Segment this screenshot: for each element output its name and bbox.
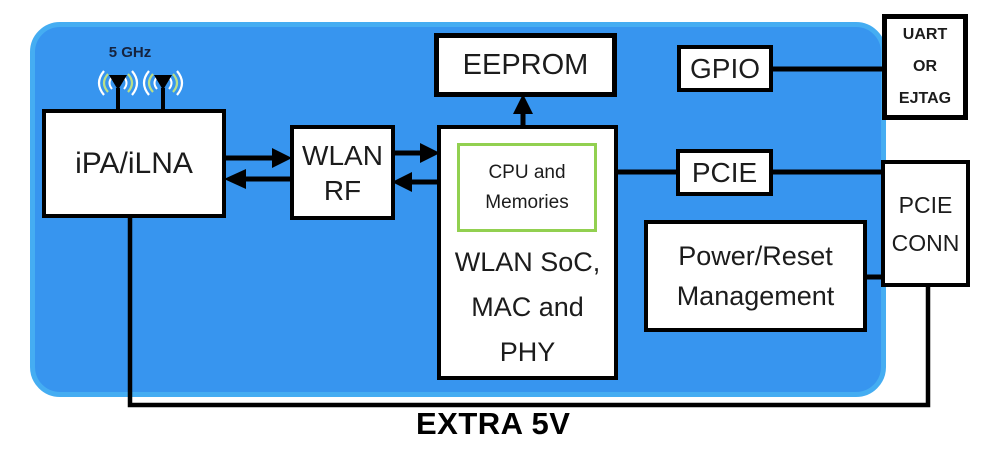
block-label: UART xyxy=(902,26,948,43)
block-label: RF xyxy=(323,174,362,206)
block-label: OR xyxy=(913,58,937,75)
block-label: Management xyxy=(676,281,835,311)
block-label: Power/Reset xyxy=(678,241,833,271)
block-label: iPA/iLNA xyxy=(75,146,193,180)
block-cpu-memories: CPU and Memories xyxy=(457,143,597,232)
block-label: Memories xyxy=(485,191,569,213)
extra-5v-label: EXTRA 5V xyxy=(416,406,571,441)
wire-wlanrf-to-soc xyxy=(395,143,440,163)
wire-soc-to-eeprom xyxy=(513,94,533,127)
block-label: EEPROM xyxy=(462,48,589,81)
antenna-icon xyxy=(97,70,139,110)
wlan-soc-label: WLAN SoC, MAC and PHY xyxy=(440,240,615,375)
block-label: CONN xyxy=(891,229,960,256)
block-eeprom: EEPROM xyxy=(434,33,617,97)
block-label: PCIE xyxy=(898,191,953,218)
block-pcie: PCIE xyxy=(676,149,773,196)
block-label: PCIE xyxy=(691,157,758,188)
block-wlan-rf: WLAN RF xyxy=(290,125,395,220)
block-label: MAC and xyxy=(471,292,584,322)
block-ipa-ilna: iPA/iLNA xyxy=(42,109,226,218)
block-label: CPU and xyxy=(488,162,566,184)
wire-extra-5v xyxy=(127,216,931,408)
block-label: EJTAG xyxy=(898,90,952,107)
wire-ipa-to-wlanrf xyxy=(226,148,292,168)
antenna-icon xyxy=(142,70,184,110)
block-pcie-conn: PCIE CONN xyxy=(881,160,970,287)
band-label: 5 GHz xyxy=(108,44,152,61)
block-power-reset: Power/Reset Management xyxy=(644,220,867,332)
wire-wlanrf-to-ipa xyxy=(224,169,292,189)
block-uart-or-ejtag: UART OR EJTAG xyxy=(882,14,968,120)
block-gpio: GPIO xyxy=(677,45,773,92)
block-label: WLAN SoC, xyxy=(454,247,601,277)
block-label: PHY xyxy=(499,337,556,367)
wire-soc-to-wlanrf xyxy=(392,172,437,192)
block-label: WLAN xyxy=(302,139,383,171)
block-label: GPIO xyxy=(689,53,760,84)
